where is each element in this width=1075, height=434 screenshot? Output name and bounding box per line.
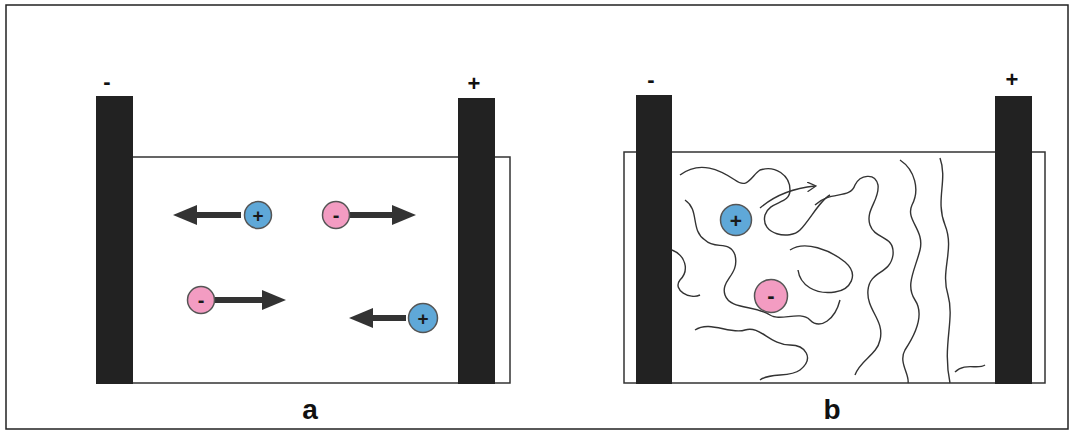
charge-sign: + [417, 309, 428, 328]
charge-sign: - [198, 290, 205, 310]
migration-arrow [760, 186, 815, 208]
ion-arrows [173, 205, 416, 328]
charge-sign: + [252, 206, 263, 225]
anion-circle: - [753, 278, 789, 314]
panel-label: b [823, 396, 840, 424]
cation-circle: + [407, 302, 439, 334]
anion-circle: - [321, 200, 351, 230]
anode-electrode [458, 98, 495, 384]
beaker [112, 157, 510, 383]
electrode-sign: - [103, 71, 110, 93]
anion-circle: - [186, 285, 216, 315]
beaker [624, 152, 1045, 383]
polymer-network [672, 158, 985, 383]
cathode-electrode [96, 96, 133, 384]
charge-sign: - [333, 205, 340, 225]
cation-circle: + [719, 203, 753, 237]
electrode-sign: + [468, 73, 481, 95]
cation-circle: + [243, 200, 273, 230]
cathode-electrode [636, 95, 672, 384]
electrode-sign: - [647, 69, 654, 91]
charge-sign: + [730, 210, 742, 231]
anode-electrode [995, 96, 1032, 384]
electrode-sign: + [1006, 69, 1019, 91]
charge-sign: - [767, 285, 774, 307]
panel-label: a [302, 396, 318, 424]
figure-frame [6, 5, 1068, 429]
